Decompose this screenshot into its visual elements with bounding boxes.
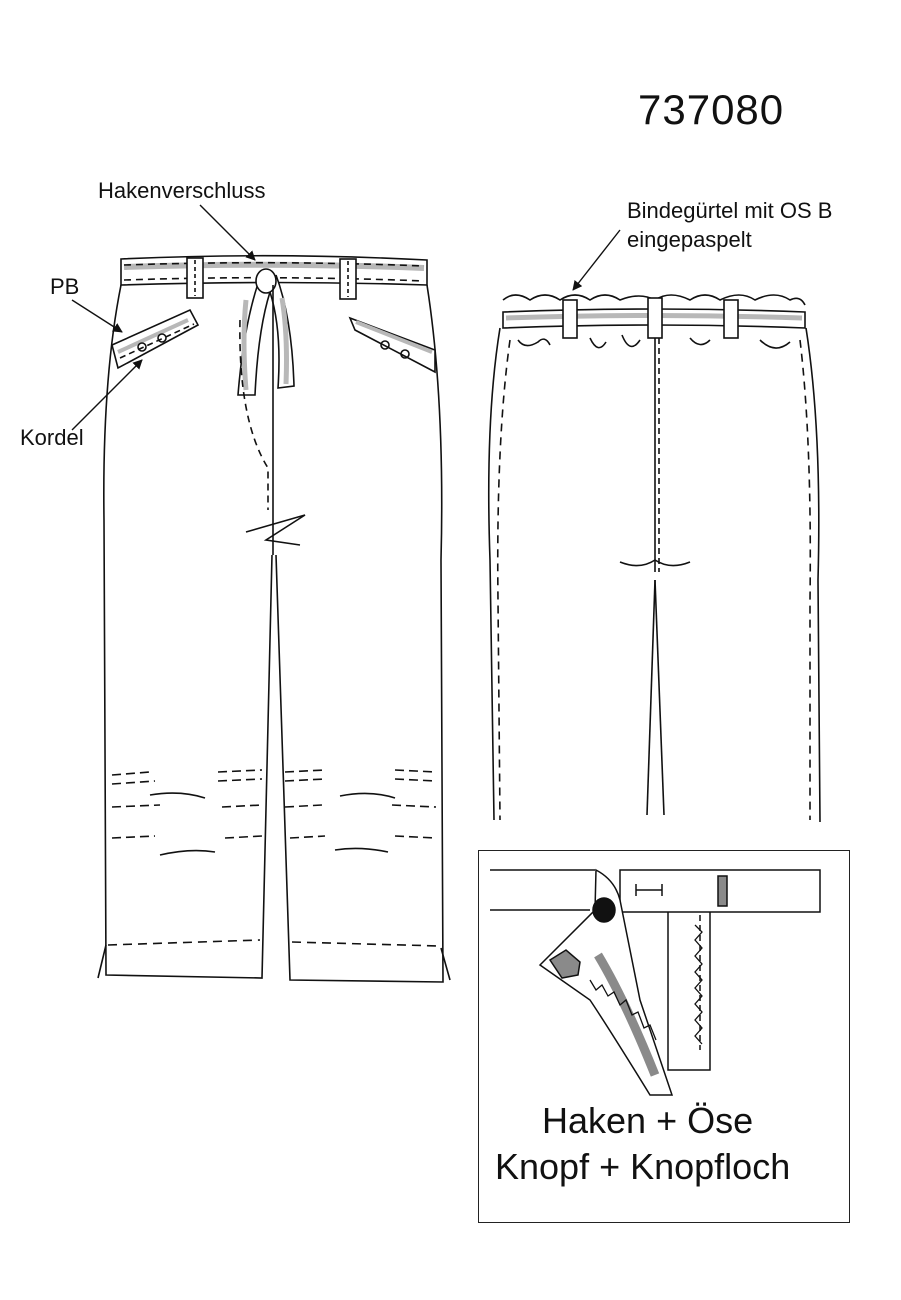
label-tie-belt: Bindegürtel mit OS B: [627, 198, 833, 223]
tie-knot: [255, 268, 277, 294]
fly-bartack: [245, 514, 306, 546]
back-callout-arrow: [572, 229, 621, 291]
front-left-leg: [103, 284, 273, 979]
zip-tape: [667, 912, 711, 1071]
front-hem-stitch: [107, 939, 261, 946]
label-cord: Kordel: [20, 425, 84, 450]
detail-button-text: Knopf + Knopfloch: [495, 1146, 791, 1187]
pocket-left: [111, 308, 200, 370]
back-view: [487, 294, 821, 823]
label-hook-closure: Hakenverschluss: [98, 178, 266, 203]
buttonhole-mark: [717, 875, 728, 907]
button: [592, 897, 616, 923]
label-pocket: PB: [50, 274, 80, 299]
closure-detail-box: [478, 850, 850, 1223]
hook-eye: [548, 949, 581, 979]
article-number: 737080: [638, 86, 785, 133]
front-callouts: [71, 204, 256, 431]
front-waistband-tint: [123, 261, 425, 271]
detail-hook-eye-text: Haken + Öse: [542, 1100, 754, 1141]
front-right-leg: [275, 284, 444, 983]
label-tie-belt-piped: eingepaspelt: [627, 227, 752, 252]
closure-detail-drawing: [490, 868, 821, 1096]
fly-underlap-tint: [594, 952, 660, 1077]
knee-tucks: [111, 769, 437, 839]
front-view: [97, 254, 451, 983]
